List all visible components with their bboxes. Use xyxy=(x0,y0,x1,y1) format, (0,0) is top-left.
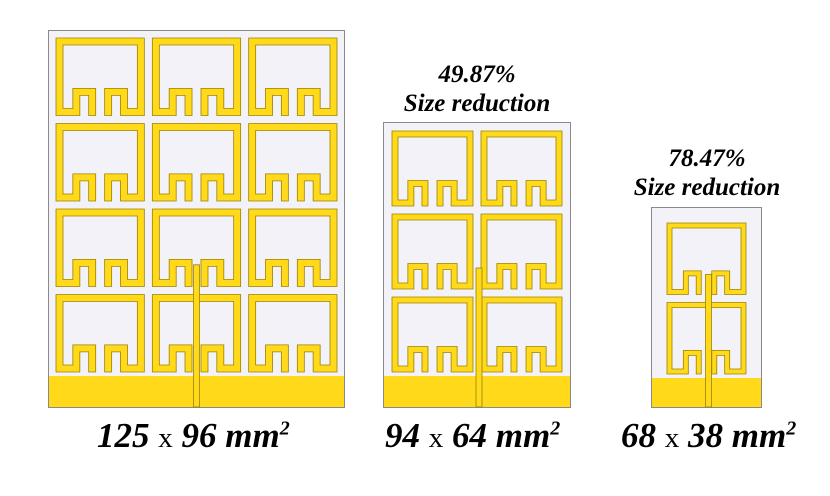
feed-line xyxy=(705,274,712,408)
times-sign: x xyxy=(428,422,444,454)
resonator-cell xyxy=(248,123,338,202)
resonator-cell xyxy=(151,294,242,373)
reduction-note-medium: 49.87% Size reduction xyxy=(383,60,571,118)
resonator-cell xyxy=(151,123,242,202)
height-value: 38 xyxy=(688,416,723,455)
feed-line xyxy=(475,267,483,408)
resonator-cell xyxy=(666,302,747,375)
resonator-cell xyxy=(248,208,338,287)
width-value: 94 xyxy=(385,416,420,455)
width-value: 125 xyxy=(97,416,150,455)
unit-label: mm xyxy=(495,416,551,455)
resonator-cell xyxy=(480,130,563,207)
resonator-cell xyxy=(55,294,145,373)
resonator-cell xyxy=(151,37,242,116)
antenna-board-medium xyxy=(383,122,571,408)
unit-exponent: 2 xyxy=(786,417,797,440)
dimension-label-medium: 94 x 64 mm2 xyxy=(385,416,560,458)
reduction-text: Size reduction xyxy=(633,174,781,201)
resonator-cell xyxy=(480,296,563,373)
resonator-array xyxy=(666,222,747,375)
resonator-cell xyxy=(666,222,747,295)
feed-line xyxy=(193,264,200,408)
resonator-cell xyxy=(391,296,474,373)
reduction-note-small: 78.47% Size reduction xyxy=(611,144,803,202)
antenna-board-large xyxy=(48,30,345,408)
resonator-array xyxy=(391,130,563,373)
resonator-cell xyxy=(248,37,338,116)
dimension-label-small: 68 x 38 mm2 xyxy=(621,416,796,458)
resonator-cell xyxy=(480,213,563,290)
times-sign: x xyxy=(664,422,680,454)
resonator-array xyxy=(55,37,338,373)
unit-label: mm xyxy=(225,416,280,455)
unit-exponent: 2 xyxy=(550,417,561,440)
dimension-label-large: 125 x 96 mm2 xyxy=(97,416,290,458)
unit-exponent: 2 xyxy=(279,417,290,440)
unit-label: mm xyxy=(731,416,787,455)
resonator-cell xyxy=(391,213,474,290)
reduction-percent: 78.47% xyxy=(668,145,746,172)
reduction-percent: 49.87% xyxy=(438,61,516,88)
resonator-cell xyxy=(151,208,242,287)
width-value: 68 xyxy=(621,416,656,455)
times-sign: x xyxy=(158,422,173,454)
resonator-cell xyxy=(55,37,145,116)
resonator-cell xyxy=(391,130,474,207)
resonator-cell xyxy=(55,208,145,287)
reduction-text: Size reduction xyxy=(403,90,551,117)
resonator-cell xyxy=(248,294,338,373)
antenna-board-small xyxy=(651,207,762,408)
height-value: 96 xyxy=(181,416,217,455)
height-value: 64 xyxy=(452,416,487,455)
resonator-cell xyxy=(55,123,145,202)
